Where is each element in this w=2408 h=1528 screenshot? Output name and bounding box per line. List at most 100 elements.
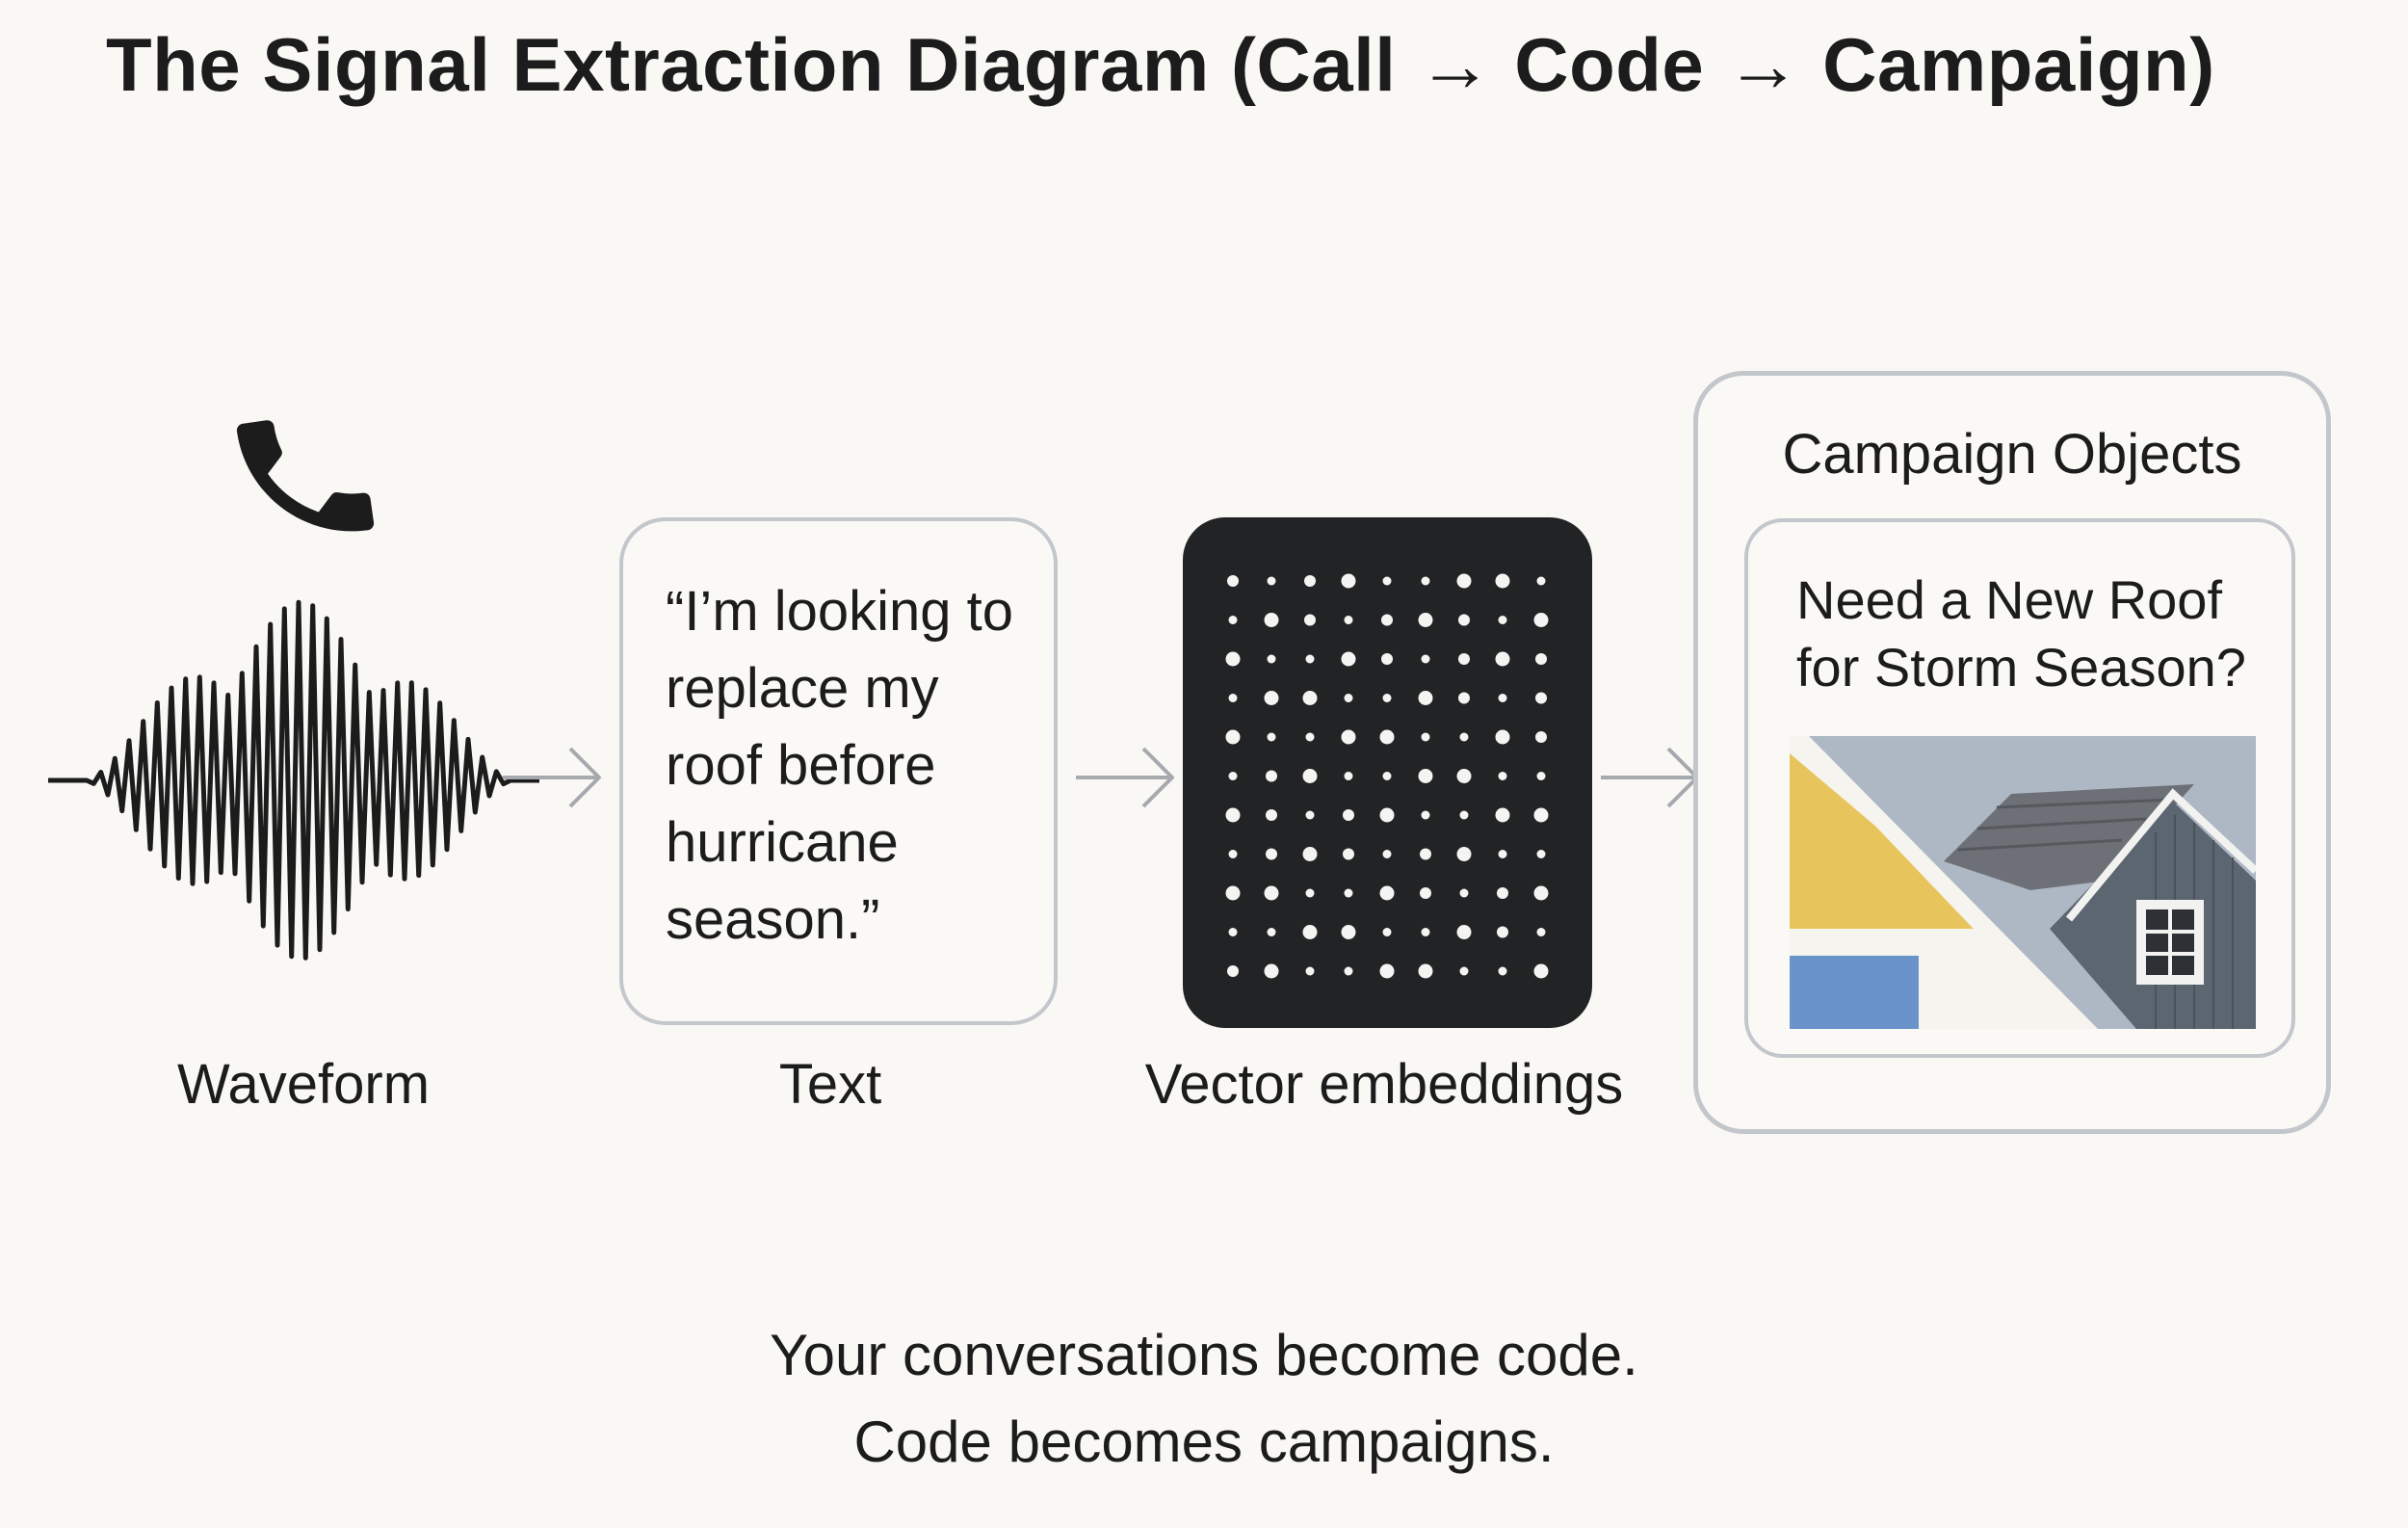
embedding-dot (1533, 807, 1549, 823)
embedding-dot (1266, 848, 1277, 860)
embedding-dot (1418, 691, 1433, 705)
embedding-dot (1264, 613, 1279, 627)
embedding-dot (1459, 888, 1469, 898)
embedding-dot (1304, 575, 1316, 587)
embedding-dot (1264, 885, 1279, 901)
embedding-dot (1498, 966, 1507, 976)
embedding-dot (1305, 810, 1315, 820)
embedding-dot (1456, 847, 1472, 861)
embedding-dot (1382, 850, 1392, 858)
footer-line-1: Your conversations become code. (770, 1323, 1638, 1387)
embedding-dot (1302, 769, 1318, 783)
waveform-label: Waveform (176, 1053, 431, 1116)
embedding-dot (1267, 732, 1276, 742)
embedding-dot (1456, 925, 1472, 939)
embedding-dot (1266, 770, 1277, 782)
embedding-dot (1420, 848, 1431, 860)
embedding-dot (1225, 807, 1241, 823)
waveform-line (48, 599, 539, 961)
embedding-dot (1495, 651, 1510, 667)
embedding-dot (1495, 807, 1510, 823)
embedding-dot-grid (1225, 573, 1549, 979)
embedding-dot (1227, 575, 1239, 587)
embedding-dot (1535, 653, 1547, 665)
embedding-dot (1305, 966, 1315, 976)
embedding-dot (1228, 928, 1238, 936)
embedding-dot (1418, 769, 1433, 783)
embedding-dot (1533, 963, 1549, 979)
embedding-dot (1421, 654, 1430, 664)
embedding-dot (1495, 729, 1510, 745)
text-card: “I’m looking to replace my roof before h… (619, 517, 1058, 1025)
embedding-dot (1420, 887, 1431, 899)
arrow-right-icon (1601, 747, 1699, 808)
footer-line-2: Code becomes campaigns. (853, 1409, 1555, 1474)
embedding-dot (1379, 885, 1395, 901)
embedding-dot (1344, 966, 1353, 976)
embedding-dot (1344, 694, 1353, 702)
embedding-dot (1343, 848, 1354, 860)
embedding-dot (1225, 651, 1241, 667)
embedding-dot (1379, 807, 1395, 823)
embedding-dot (1381, 614, 1393, 626)
embedding-dot (1535, 692, 1547, 704)
embedding-dot (1341, 573, 1356, 589)
embedding-dot (1458, 614, 1470, 626)
campaign-objects-title: Campaign Objects (1782, 423, 2242, 486)
vector-embeddings-label: Vector embeddings (1144, 1053, 1624, 1116)
embedding-dot (1302, 847, 1318, 861)
embedding-dot (1343, 809, 1354, 821)
phone-icon (236, 420, 375, 532)
embedding-dot (1344, 772, 1353, 780)
waveform-graphic (48, 599, 539, 961)
embedding-dot (1533, 885, 1549, 901)
campaign-objects-card: Campaign Objects Need a New Roof for Sto… (1693, 371, 2331, 1134)
embedding-dot (1305, 732, 1315, 742)
embedding-dot (1498, 850, 1507, 858)
embedding-dot (1267, 654, 1276, 664)
embedding-dot (1459, 810, 1469, 820)
embedding-dot (1225, 885, 1241, 901)
embedding-dot (1228, 694, 1238, 702)
embedding-dot (1341, 925, 1356, 939)
text-label: Text (778, 1053, 882, 1116)
embedding-dot (1497, 887, 1508, 899)
embedding-dot (1536, 850, 1546, 858)
embedding-dot (1382, 694, 1392, 702)
embedding-dot (1418, 963, 1433, 979)
embedding-dot (1264, 691, 1279, 705)
embedding-dot (1458, 653, 1470, 665)
embedding-dot (1302, 925, 1318, 939)
arrow-right-icon (503, 747, 601, 808)
embedding-dot (1497, 926, 1508, 938)
embedding-dot (1379, 963, 1395, 979)
ad-headline: Need a New Roof for Storm Season? (1796, 566, 2278, 701)
embedding-dot (1459, 966, 1469, 976)
ad-headline-line-2: for Storm Season? (1796, 637, 2246, 698)
vector-embeddings-card (1183, 517, 1592, 1028)
embedding-dot (1458, 692, 1470, 704)
embedding-dot (1228, 616, 1238, 624)
embedding-dot (1267, 928, 1276, 936)
embedding-dot (1344, 888, 1353, 898)
embedding-dot (1304, 614, 1316, 626)
embedding-dot (1533, 613, 1549, 627)
page-title: The Signal Extraction Diagram (Call → Co… (106, 22, 2215, 107)
embedding-dot (1228, 772, 1238, 780)
embedding-dot (1305, 888, 1315, 898)
embedding-dot (1302, 691, 1318, 705)
embedding-dot (1228, 850, 1238, 858)
embedding-dot (1498, 616, 1507, 624)
embedding-dot (1225, 729, 1241, 745)
embedding-dot (1456, 573, 1472, 589)
embedding-dot (1344, 616, 1353, 624)
embedding-dot (1382, 576, 1392, 586)
embedding-dot (1421, 732, 1430, 742)
ad-house-image (1790, 736, 2256, 1029)
ad-preview-card: Need a New Roof for Storm Season? (1744, 518, 2295, 1058)
embedding-dot (1341, 651, 1356, 667)
embedding-dot (1227, 965, 1239, 977)
embedding-dot (1421, 928, 1430, 936)
embedding-dot (1418, 613, 1433, 627)
embedding-dot (1459, 732, 1469, 742)
